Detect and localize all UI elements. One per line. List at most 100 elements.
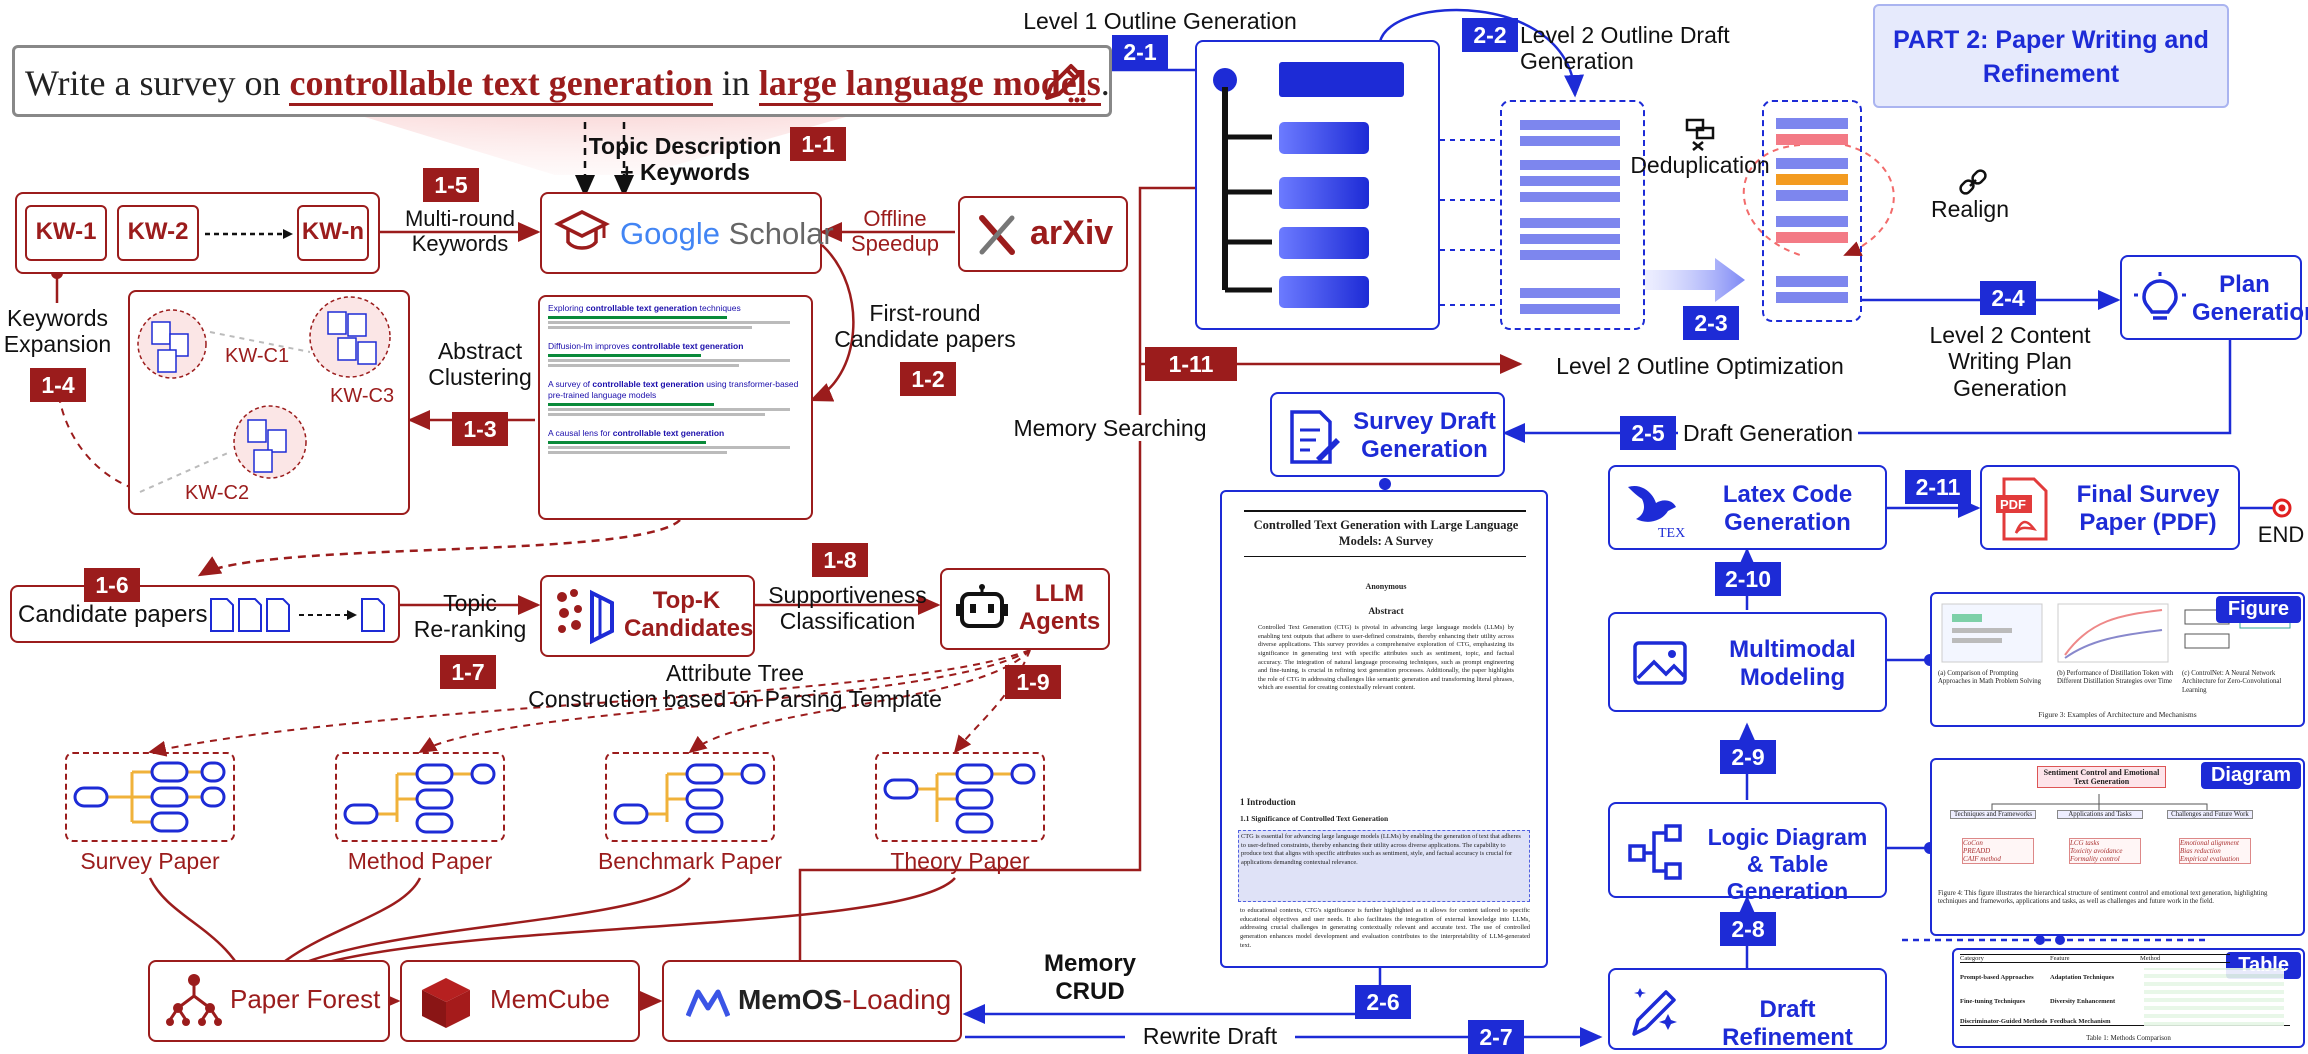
figure-caption-b: (b) Performance of Distillation Token wi… xyxy=(2057,670,2174,686)
figure-thumbnail[interactable]: Figure (a) Comparison of Prompting Appro… xyxy=(1930,592,2305,727)
figure-tag: Figure xyxy=(2215,596,2301,623)
result-item[interactable]: A causal lens for controllable text gene… xyxy=(548,428,803,455)
memos-logo-icon xyxy=(686,989,730,1017)
refinement-title: Draft Refinement xyxy=(1722,996,1853,1051)
result-item[interactable]: Exploring controllable text generation t… xyxy=(548,303,803,330)
figure-caption-c: (c) ControlNet: A Neural Network Archite… xyxy=(2182,670,2282,694)
step-tag-2-8: 2-8 xyxy=(1720,912,1776,946)
end-label: END xyxy=(2257,522,2305,547)
optimized-bars xyxy=(1776,118,1848,303)
paper-forest-box[interactable]: Paper Forest xyxy=(148,960,390,1042)
arxiv-x-icon xyxy=(979,215,1015,255)
keyword-1[interactable]: KW-1 xyxy=(25,205,107,261)
diagram-thumbnail[interactable]: Diagram Sentiment Control and Emotional … xyxy=(1930,758,2305,936)
arxiv-box[interactable]: arXiv xyxy=(958,196,1128,272)
svg-text:TEX: TEX xyxy=(1658,526,1685,541)
diagram-tag: Diagram xyxy=(2200,762,2301,789)
google-scholar-label: Google Scholar xyxy=(620,216,834,252)
scholar-results-panel[interactable]: Exploring controllable text generation t… xyxy=(538,295,813,520)
draft-document-preview[interactable]: Controlled Text Generation with Large La… xyxy=(1220,490,1548,968)
draft-refinement-box[interactable]: Draft Refinement xyxy=(1608,968,1887,1051)
paper-type-survey: Survey Paper xyxy=(80,848,220,874)
paper-type-method: Method Paper xyxy=(347,848,493,874)
level2-draft-outline[interactable] xyxy=(1500,100,1645,330)
paper-tree-survey[interactable] xyxy=(65,752,235,842)
step-tag-2-10: 2-10 xyxy=(1715,562,1781,596)
logic-diagram-box[interactable]: Logic Diagram& Table Generation xyxy=(1608,802,1887,904)
prompt-box[interactable]: Write a survey on controllable text gene… xyxy=(12,45,1112,117)
candidate-papers-label: Candidate papers xyxy=(18,601,208,628)
draft-abstract: Controlled Text Generation (CTG) is pivo… xyxy=(1258,624,1514,692)
ranking-icon xyxy=(557,589,614,645)
prompt-topic-2: large language models xyxy=(758,63,1101,106)
step-tag-2-7: 2-7 xyxy=(1468,1020,1524,1054)
diagram-root: Sentiment Control and Emotional Text Gen… xyxy=(2037,766,2166,788)
keyword-n[interactable]: KW-n xyxy=(297,205,369,261)
keywords-container: KW-1 KW-2 KW-n xyxy=(15,192,380,274)
paper-type-theory: Theory Paper xyxy=(890,848,1030,874)
cluster-label-c1: KW-C1 xyxy=(225,345,290,367)
prompt-end: . xyxy=(1100,63,1110,103)
svg-text:PDF: PDF xyxy=(2000,497,2026,512)
paper-type-benchmark: Benchmark Paper xyxy=(597,848,783,874)
part2-title: PART 2: Paper Writing and Refinement xyxy=(1893,26,2209,88)
result-item[interactable]: A survey of controllable text generation… xyxy=(548,379,803,417)
clusters-graphic xyxy=(137,296,391,493)
prompt-text: Write a survey on controllable text gene… xyxy=(25,62,1110,106)
dashed-arrow xyxy=(205,229,293,239)
draft-abstract-head: Abstract xyxy=(1368,607,1404,617)
memos-brand: MemOS xyxy=(738,984,843,1015)
cluster-label-c2: KW-C2 xyxy=(185,482,250,504)
documents-icon xyxy=(210,598,385,632)
step-tag-1-6: 1-6 xyxy=(84,568,140,602)
google-scholar-box[interactable]: Google Scholar xyxy=(540,192,834,274)
step-tag-2-6: 2-6 xyxy=(1355,985,1411,1019)
paper-tree-theory[interactable] xyxy=(875,752,1045,842)
keyword-2[interactable]: KW-2 xyxy=(117,205,199,261)
level2-optimized-outline[interactable] xyxy=(1762,100,1862,322)
result-item[interactable]: Diffusion-lm improves controllable text … xyxy=(548,341,803,368)
level2-opt-label: Level 2 Outline Optimization xyxy=(1556,353,1844,379)
cube-icon xyxy=(422,978,470,1028)
diagram-branch-3: Challenges and Future Work xyxy=(2167,810,2253,819)
memcube-box[interactable]: MemCube xyxy=(400,960,640,1042)
graduation-cap-icon xyxy=(554,210,610,250)
table-caption: Table 1: Methods Comparison xyxy=(2086,1034,2171,1042)
tree-graphic xyxy=(613,763,766,834)
tree-graphic xyxy=(343,763,496,834)
paper-tree-method[interactable] xyxy=(335,752,505,842)
step-tag-1-9: 1-9 xyxy=(1005,665,1061,699)
draft-sec11: 1.1 Significance of Controlled Text Gene… xyxy=(1240,814,1389,823)
step-tag-2-5: 2-5 xyxy=(1620,416,1676,450)
scholar-word: Scholar xyxy=(719,216,834,251)
draft-title: Controlled Text Generation with Large La… xyxy=(1253,518,1519,549)
paper-tree-benchmark[interactable] xyxy=(605,752,775,842)
memos-loading-box[interactable]: MemOS-Loading xyxy=(662,960,962,1042)
step-tag-2-1: 2-1 xyxy=(1112,35,1168,69)
memos-label: MemOS-Loading xyxy=(738,984,951,1016)
magic-pen-icon xyxy=(1632,988,1677,1036)
dedup-label: Deduplication xyxy=(1630,152,1770,178)
level1-outline-box[interactable] xyxy=(1195,40,1440,330)
tree-graphic xyxy=(883,763,1036,834)
prompt-topic-1: controllable text generation xyxy=(289,63,713,106)
flowchart-icon xyxy=(1628,824,1682,880)
step-tag-1-8: 1-8 xyxy=(812,543,868,577)
